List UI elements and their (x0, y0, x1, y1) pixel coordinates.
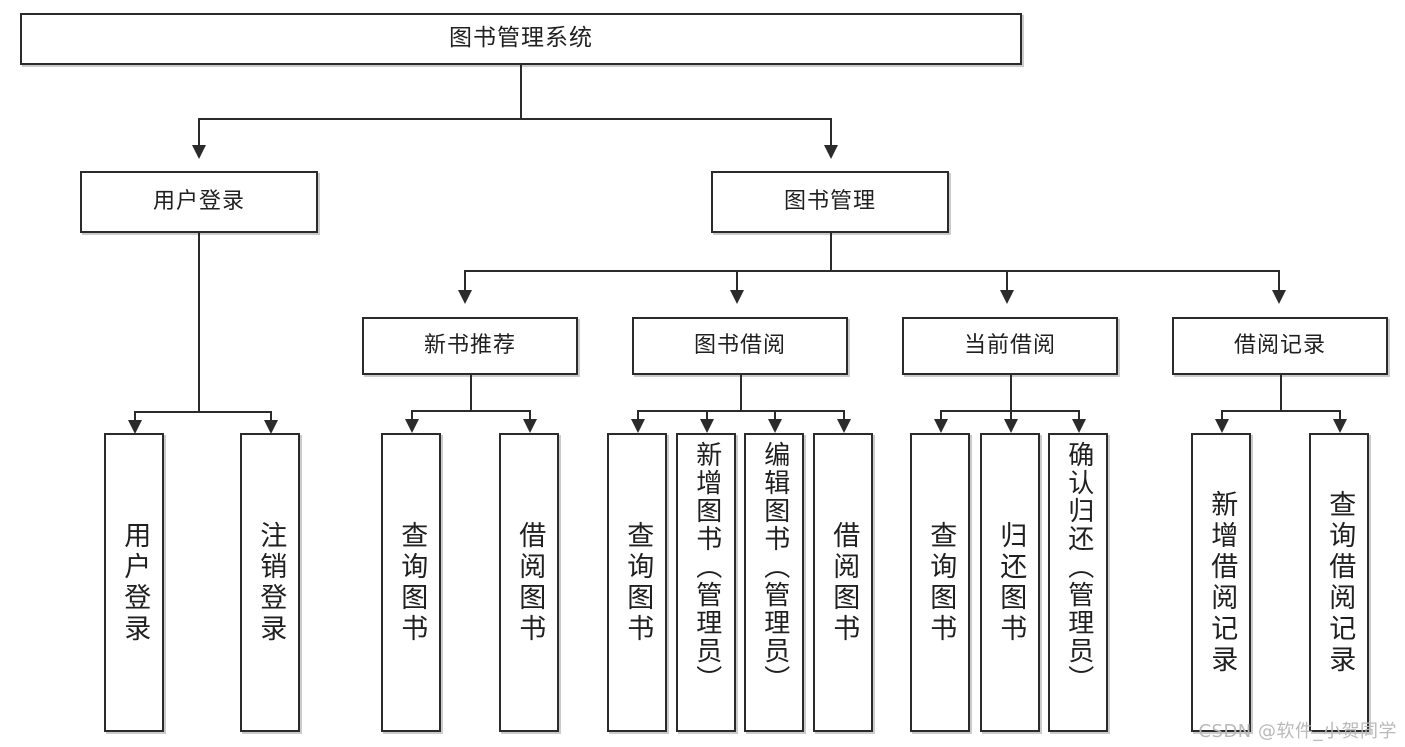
node-label: 确认归还（管理员） (1063, 441, 1094, 693)
node-label: 新增借阅记录 (1206, 489, 1238, 676)
connector-bb-leaf-4 (843, 410, 845, 422)
connector-bb-leaf-1 (637, 410, 639, 422)
connector-cb-leaf-2 (1010, 410, 1012, 422)
node-label: 借阅图书 (514, 520, 546, 645)
connector-book-borrow-stem (740, 375, 742, 411)
node-label: 用户登录 (119, 520, 151, 645)
arrow-bb-leaf-4 (837, 419, 851, 433)
leaf-user-login-logout[interactable]: 注销登录 (240, 433, 300, 732)
connector-new-book-recommend-bus (411, 410, 529, 412)
leaf-user-login-login[interactable]: 用户登录 (104, 433, 164, 732)
node-label: 图书管理系统 (449, 25, 593, 52)
arrow-nbr-leaf-2 (523, 419, 537, 433)
connector-to-new-book-recommend (464, 270, 466, 292)
node-book-management[interactable]: 图书管理 (711, 171, 949, 233)
arrow-to-new-book-recommend (458, 290, 472, 304)
connector-borrow-record-bus (1221, 410, 1339, 412)
leaf-borrow-record-add-record[interactable]: 新增借阅记录 (1191, 433, 1251, 732)
node-label: 查询图书 (622, 520, 654, 645)
connector-nbr-leaf-1 (411, 410, 413, 422)
arrow-bb-leaf-1 (631, 419, 645, 433)
node-label: 当前借阅 (963, 333, 1056, 359)
connector-root-to-book-management (830, 118, 832, 147)
node-current-borrow[interactable]: 当前借阅 (902, 317, 1118, 375)
node-label: 新书推荐 (423, 333, 516, 359)
node-label: 查询借阅记录 (1324, 489, 1356, 676)
arrow-br-leaf-1 (1215, 419, 1229, 433)
arrow-user-login-leaf-2 (264, 420, 278, 434)
arrow-root-to-book-management (824, 145, 838, 159)
leaf-current-borrow-confirm-return-admin[interactable]: 确认归还（管理员） (1048, 433, 1108, 732)
leaf-current-borrow-return-book[interactable]: 归还图书 (980, 433, 1040, 732)
leaf-new-book-query-book[interactable]: 查询图书 (381, 433, 441, 732)
connector-user-login-stem (198, 233, 200, 413)
connector-nbr-leaf-2 (529, 410, 531, 422)
leaf-book-borrow-borrow-book[interactable]: 借阅图书 (813, 433, 873, 732)
connector-level3-bus (464, 270, 1280, 272)
connector-root-stem (520, 65, 522, 119)
arrow-to-borrow-record (1272, 290, 1286, 304)
connector-book-borrow-bus (637, 410, 843, 412)
connector-to-borrow-record (1278, 270, 1280, 292)
node-new-book-recommend[interactable]: 新书推荐 (362, 317, 578, 375)
node-label: 用户登录 (152, 189, 245, 215)
arrow-bb-leaf-2 (700, 419, 714, 433)
arrow-to-book-borrow (730, 290, 744, 304)
arrow-to-current-borrow (1000, 290, 1014, 304)
node-label: 借阅图书 (828, 520, 860, 645)
node-label: 图书管理 (783, 189, 876, 215)
connector-root-to-user-login (198, 118, 200, 147)
connector-current-borrow-stem (1010, 375, 1012, 411)
node-root-library-management-system[interactable]: 图书管理系统 (20, 13, 1022, 65)
leaf-book-borrow-add-book-admin[interactable]: 新增图书（管理员） (676, 433, 736, 732)
arrow-user-login-leaf-1 (128, 420, 142, 434)
connector-bb-leaf-2 (706, 410, 708, 422)
connector-current-borrow-bus (940, 410, 1078, 412)
connector-to-current-borrow (1006, 270, 1008, 292)
connector-borrow-record-stem (1280, 375, 1282, 411)
connector-to-book-borrow (736, 270, 738, 292)
leaf-book-borrow-edit-book-admin[interactable]: 编辑图书（管理员） (744, 433, 804, 732)
node-label: 注销登录 (255, 520, 287, 645)
arrow-bb-leaf-3 (768, 419, 782, 433)
node-label: 查询图书 (925, 520, 957, 645)
connector-book-management-stem (830, 233, 832, 271)
arrow-cb-leaf-1 (934, 419, 948, 433)
arrow-nbr-leaf-1 (405, 419, 419, 433)
node-label: 图书借阅 (693, 333, 786, 359)
connector-cb-leaf-1 (940, 410, 942, 422)
connector-user-login-bus (134, 411, 270, 413)
node-label: 查询图书 (396, 520, 428, 645)
connector-br-leaf-1 (1221, 410, 1223, 422)
connector-cb-leaf-3 (1078, 410, 1080, 422)
connector-bb-leaf-3 (774, 410, 776, 422)
arrow-cb-leaf-2 (1004, 419, 1018, 433)
connector-root-bus (198, 118, 832, 120)
leaf-book-borrow-query-book[interactable]: 查询图书 (607, 433, 667, 732)
arrow-root-to-user-login (192, 145, 206, 159)
leaf-current-borrow-query-book[interactable]: 查询图书 (910, 433, 970, 732)
node-book-borrow[interactable]: 图书借阅 (632, 317, 848, 375)
node-label: 归还图书 (995, 520, 1027, 645)
leaf-borrow-record-query-record[interactable]: 查询借阅记录 (1309, 433, 1369, 732)
connector-user-login-leaf-1 (134, 411, 136, 423)
node-user-login[interactable]: 用户登录 (80, 171, 318, 233)
csdn-watermark: CSDN @软件_小贺同学 (1198, 721, 1397, 742)
connector-br-leaf-2 (1339, 410, 1341, 422)
arrow-cb-leaf-3 (1072, 419, 1086, 433)
connector-user-login-leaf-2 (270, 411, 272, 423)
leaf-new-book-borrow-book[interactable]: 借阅图书 (499, 433, 559, 732)
node-label: 新增图书（管理员） (691, 441, 722, 693)
node-borrow-record[interactable]: 借阅记录 (1172, 317, 1388, 375)
node-label: 编辑图书（管理员） (759, 441, 790, 693)
node-label: 借阅记录 (1233, 333, 1326, 359)
arrow-br-leaf-2 (1333, 419, 1347, 433)
connector-new-book-recommend-stem (470, 375, 472, 411)
